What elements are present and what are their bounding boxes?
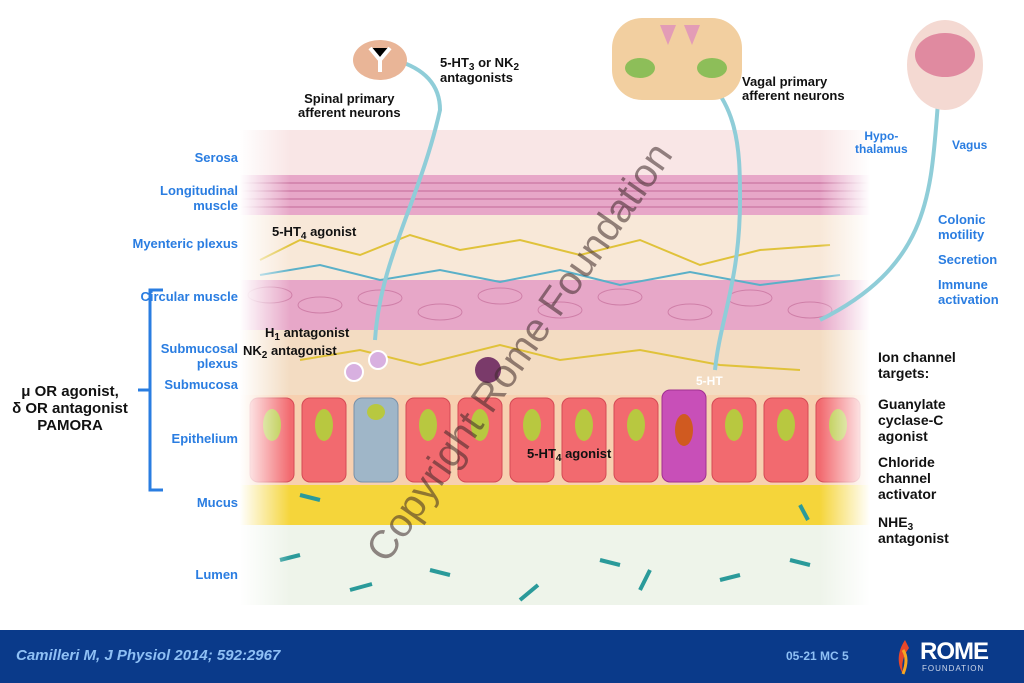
- vagus-label: Vagus: [952, 138, 988, 152]
- nk2-antagonist-label: NK2 antagonist: [243, 343, 337, 361]
- serotonin-label: 5-HT: [696, 374, 723, 388]
- ht4-agonist-top-label: 5-HT4 agonist: [272, 224, 357, 242]
- h1-antagonist-label: H1 antagonist: [265, 325, 350, 343]
- delta-or-antagonist: δ OR antagonist: [12, 400, 128, 417]
- label-mucus: Mucus: [196, 495, 238, 510]
- label-longitudinal-muscle: Longitudinal muscle: [160, 183, 238, 213]
- brainstem-icon: [612, 18, 742, 100]
- ht4-agonist-bottom-label: 5-HT4 agonist: [527, 446, 612, 464]
- label-submucosa: Submucosa: [164, 377, 238, 392]
- gut-wall-illustration: [138, 18, 983, 605]
- bracket: [138, 288, 163, 492]
- rome-logo-text: ROME: [920, 638, 989, 665]
- spinal-cord-icon: [353, 40, 407, 80]
- opioid-drug-targets: μ OR agonist, δ OR antagonist PAMORA: [0, 383, 140, 434]
- citation: Camilleri M, J Physiol 2014; 592:2967: [16, 647, 281, 664]
- rome-flame-logo-icon: [898, 640, 909, 675]
- label-myenteric-plexus: Myenteric plexus: [132, 236, 239, 251]
- footer-bar: Camilleri M, J Physiol 2014; 592:2967 05…: [0, 630, 1024, 683]
- label-epithelium: Epithelium: [171, 431, 238, 446]
- label-serosa: Serosa: [194, 150, 238, 165]
- pamora: PAMORA: [37, 417, 103, 434]
- hypothalamus-label: Hypo-thalamus: [855, 129, 908, 156]
- immune-cells: [344, 350, 501, 383]
- secretion-label: Secretion: [938, 252, 998, 267]
- brain-head-icon: [907, 20, 983, 110]
- mu-or-agonist: μ OR agonist,: [21, 383, 119, 400]
- label-circular-muscle: Circular muscle: [140, 289, 238, 304]
- slide-code: 05-21 MC 5: [786, 649, 849, 663]
- label-lumen: Lumen: [195, 567, 238, 582]
- label-submucosal-plexus: Submucosal plexus: [160, 341, 238, 371]
- foundation-logo-text: FOUNDATION: [922, 664, 985, 673]
